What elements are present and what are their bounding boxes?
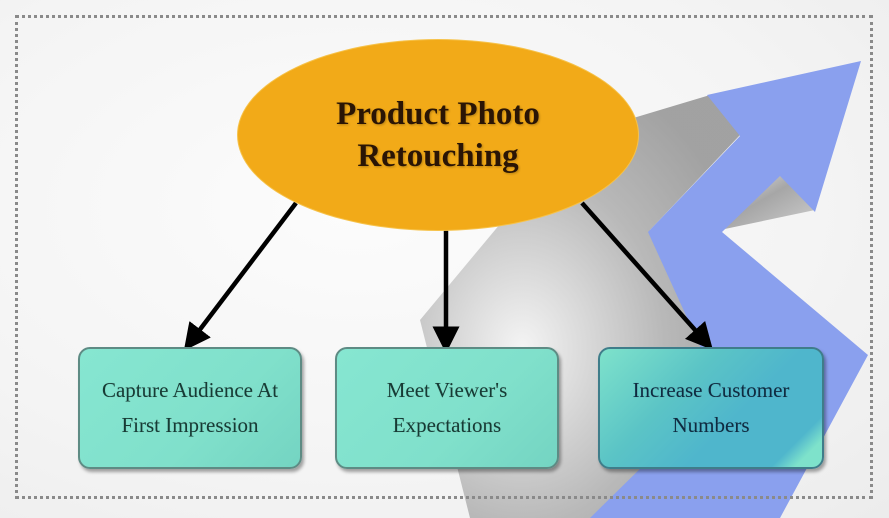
child-node-2-line1: Meet Viewer's (386, 378, 508, 402)
child-node-2-line2: Expectations (392, 413, 502, 437)
child-node-3-line1: Increase Customer (632, 378, 790, 402)
child-node-3-line2: Numbers (672, 413, 750, 437)
central-node-line2: Retouching (357, 138, 519, 174)
child-node-capture-audience: Capture Audience At First Impression (78, 347, 302, 469)
arrow-to-node-3 (580, 201, 713, 351)
child-node-meet-expectations: Meet Viewer's Expectations (335, 347, 559, 469)
central-node-line1: Product Photo (336, 96, 540, 132)
child-node-1-line2: First Impression (121, 413, 259, 437)
child-node-1-line1: Capture Audience At (101, 378, 279, 402)
arrow-to-node-1 (183, 201, 298, 351)
arrow-notch-shadow (720, 175, 815, 230)
central-node: Product Photo Retouching (238, 40, 638, 230)
child-node-increase-customers: Increase Customer Numbers (598, 347, 824, 469)
